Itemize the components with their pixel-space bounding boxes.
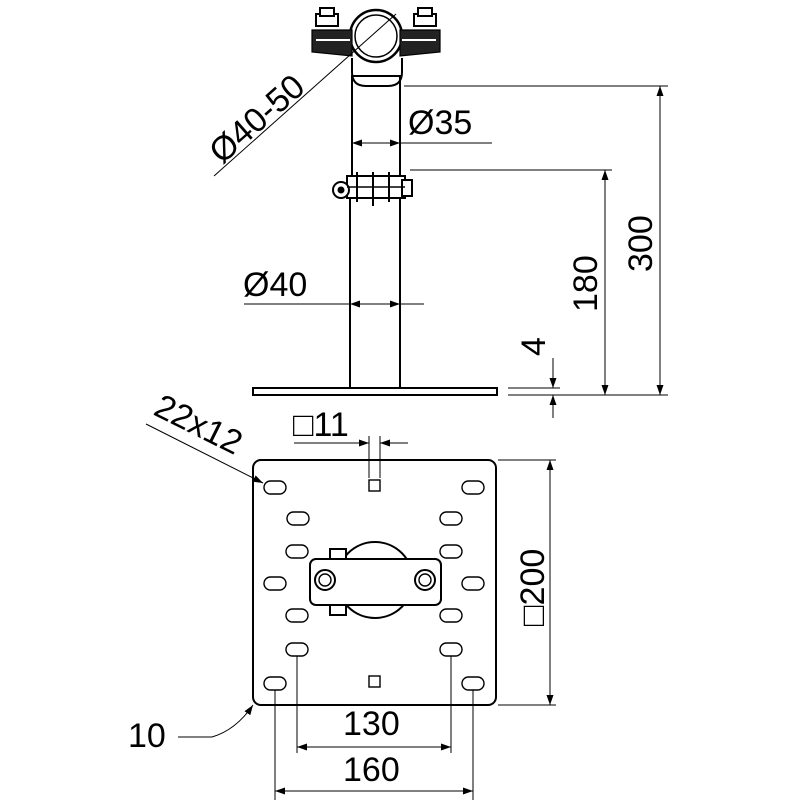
base-plate-side [252, 387, 498, 396]
side-view: Ø40-50 Ø35 Ø40 300 180 4 [202, 7, 668, 418]
plate-size-label: □200 [514, 549, 552, 626]
base-plate-top [252, 459, 497, 706]
clamp-diameter-leader [213, 13, 397, 177]
slot-size-label: 22x12 [148, 387, 248, 462]
square-hole-bottom [368, 675, 381, 688]
lower-tube [349, 195, 401, 389]
clamp-diameter-label: Ø40-50 [202, 67, 312, 171]
part-reference-leader [178, 704, 254, 738]
part-reference-label: 10 [128, 717, 166, 755]
lower-tube-diameter-label: Ø40 [243, 266, 307, 304]
total-height-label: 300 [622, 215, 660, 272]
hole-spacing-inner-label: 130 [343, 705, 400, 743]
top-view: 22x12 □11 □200 130 160 10 [128, 387, 556, 800]
upper-tube-diameter-label: Ø35 [408, 104, 472, 142]
upper-tube [351, 75, 401, 177]
plate-thickness-label: 4 [515, 337, 553, 356]
adjust-height-label: 180 [567, 255, 605, 312]
hole-spacing-outer-label: 160 [343, 751, 400, 789]
pipe-clamp [311, 7, 441, 87]
center-clamp-top [309, 541, 442, 619]
square-hole-top [368, 479, 381, 492]
center-hole-label: □11 [293, 406, 349, 444]
clamp-collar [332, 172, 413, 206]
